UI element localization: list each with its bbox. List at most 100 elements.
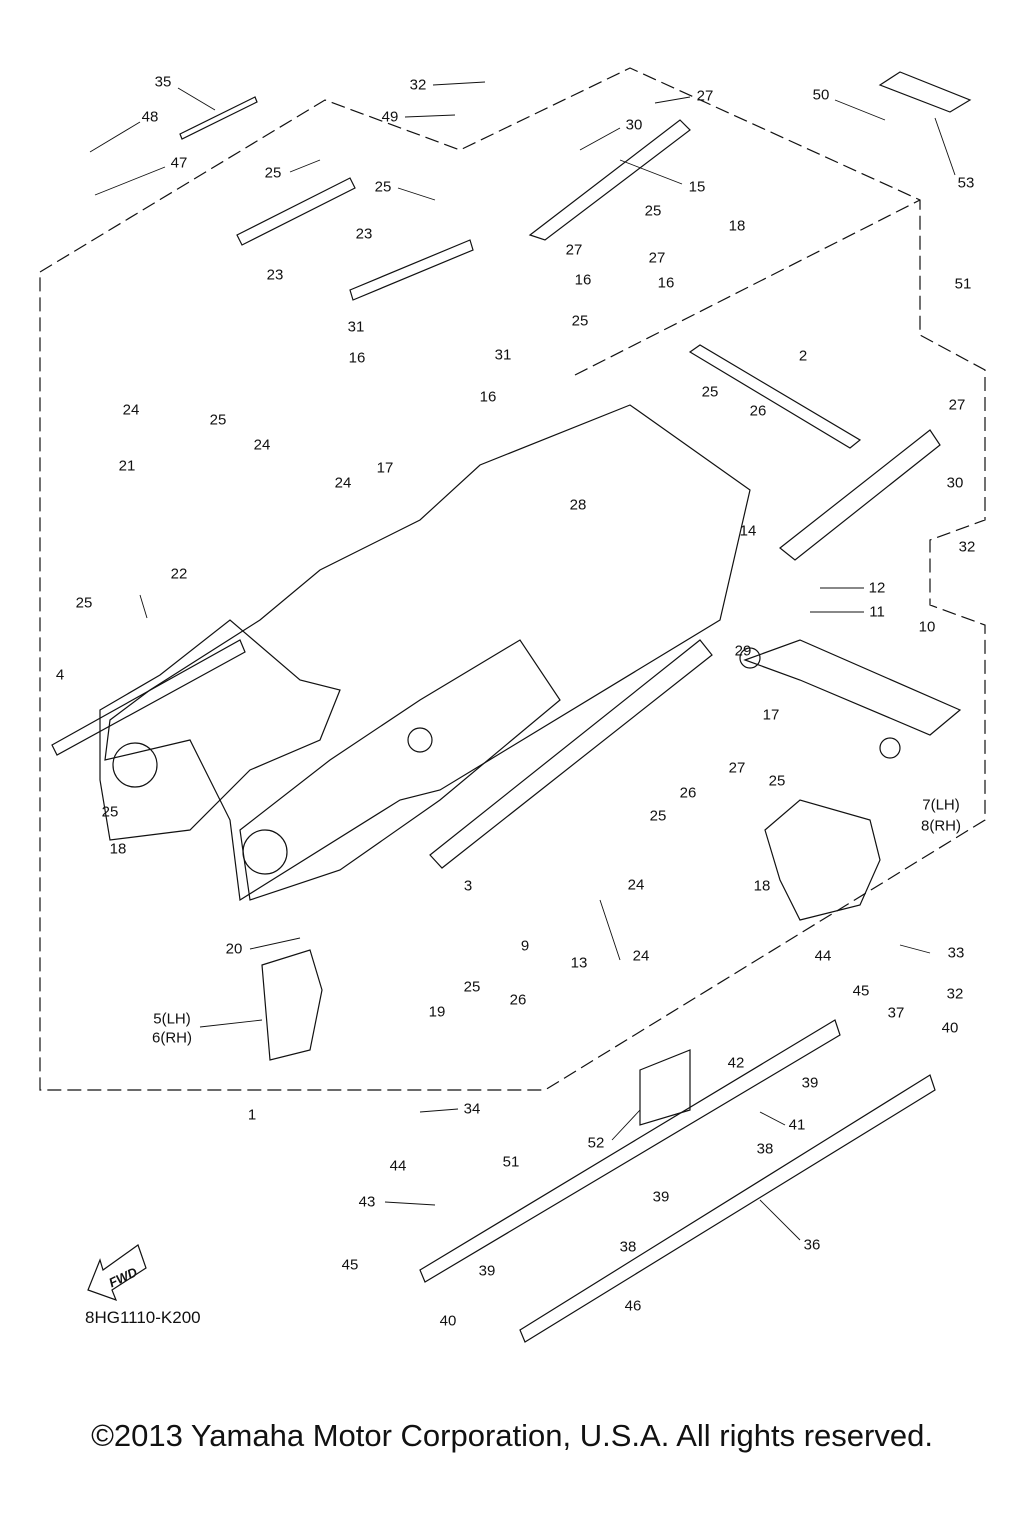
part-callout-46[interactable]: 46 bbox=[624, 1297, 642, 1315]
part-callout-26[interactable]: 26 bbox=[509, 991, 527, 1009]
part-callout-26[interactable]: 26 bbox=[749, 402, 767, 420]
part-callout-16[interactable]: 16 bbox=[574, 271, 592, 289]
part-callout-16[interactable]: 16 bbox=[479, 388, 497, 406]
part-callout-19[interactable]: 19 bbox=[428, 1003, 446, 1021]
part-callout-38[interactable]: 38 bbox=[756, 1140, 774, 1158]
part-callout-24[interactable]: 24 bbox=[627, 876, 645, 894]
part-callout-26[interactable]: 26 bbox=[679, 784, 697, 802]
part-callout-25[interactable]: 25 bbox=[768, 772, 786, 790]
part-callout-53[interactable]: 53 bbox=[957, 174, 975, 192]
part-callout-40[interactable]: 40 bbox=[941, 1019, 959, 1037]
part-callout-39[interactable]: 39 bbox=[652, 1188, 670, 1206]
part-callout-7lh[interactable]: 7(LH) bbox=[922, 796, 960, 814]
part-callout-25[interactable]: 25 bbox=[649, 807, 667, 825]
part-callout-25[interactable]: 25 bbox=[101, 803, 119, 821]
part-callout-31[interactable]: 31 bbox=[494, 346, 512, 364]
leader-lines bbox=[89, 81, 956, 1241]
part-callout-45[interactable]: 45 bbox=[852, 982, 870, 1000]
part-callout-43[interactable]: 43 bbox=[358, 1193, 376, 1211]
part-callout-25[interactable]: 25 bbox=[374, 178, 392, 196]
part-callout-42[interactable]: 42 bbox=[727, 1054, 745, 1072]
part-callout-25[interactable]: 25 bbox=[264, 164, 282, 182]
part-callout-30[interactable]: 30 bbox=[946, 474, 964, 492]
part-callout-10[interactable]: 10 bbox=[918, 618, 936, 636]
part-callout-32[interactable]: 32 bbox=[958, 538, 976, 556]
part-callout-47[interactable]: 47 bbox=[170, 154, 188, 172]
part-callout-40[interactable]: 40 bbox=[439, 1312, 457, 1330]
rear-axle-10 bbox=[743, 639, 962, 736]
part-callout-16[interactable]: 16 bbox=[657, 274, 675, 292]
part-callout-51[interactable]: 51 bbox=[954, 275, 972, 293]
part-callout-24[interactable]: 24 bbox=[632, 947, 650, 965]
part-callout-24[interactable]: 24 bbox=[334, 474, 352, 492]
part-callout-12[interactable]: 12 bbox=[868, 579, 886, 597]
diagram-code: 8HG1110-K200 bbox=[85, 1308, 201, 1327]
part-callout-25[interactable]: 25 bbox=[701, 383, 719, 401]
part-callout-4[interactable]: 4 bbox=[55, 666, 65, 684]
part-callout-29[interactable]: 29 bbox=[734, 642, 752, 660]
part-callout-3[interactable]: 3 bbox=[463, 877, 473, 895]
part-callout-48[interactable]: 48 bbox=[141, 108, 159, 126]
part-callout-14[interactable]: 14 bbox=[739, 522, 757, 540]
part-callout-44[interactable]: 44 bbox=[814, 947, 832, 965]
part-callout-34[interactable]: 34 bbox=[463, 1100, 481, 1118]
part-callout-39[interactable]: 39 bbox=[478, 1262, 496, 1280]
part-callout-8rh[interactable]: 8(RH) bbox=[921, 817, 961, 835]
main-frame bbox=[104, 404, 751, 902]
part-callout-23[interactable]: 23 bbox=[266, 266, 284, 284]
part-callout-36[interactable]: 36 bbox=[803, 1236, 821, 1254]
part-callout-31[interactable]: 31 bbox=[347, 318, 365, 336]
part-callout-32[interactable]: 32 bbox=[409, 76, 427, 94]
part-callout-24[interactable]: 24 bbox=[122, 401, 140, 419]
part-callout-18[interactable]: 18 bbox=[728, 217, 746, 235]
plate-15 bbox=[528, 119, 691, 241]
part-callout-13[interactable]: 13 bbox=[570, 954, 588, 972]
part-callout-6rh[interactable]: 6(RH) bbox=[152, 1029, 192, 1047]
part-callout-35[interactable]: 35 bbox=[154, 73, 172, 91]
part-callout-25[interactable]: 25 bbox=[75, 594, 93, 612]
part-callout-27[interactable]: 27 bbox=[728, 759, 746, 777]
slide-rail-3 bbox=[429, 639, 713, 869]
part-callout-51[interactable]: 51 bbox=[502, 1153, 520, 1171]
part-callout-2[interactable]: 2 bbox=[798, 347, 808, 365]
part-callout-45[interactable]: 45 bbox=[341, 1256, 359, 1274]
part-callout-25[interactable]: 25 bbox=[571, 312, 589, 330]
part-callout-16[interactable]: 16 bbox=[348, 349, 366, 367]
part-callout-25[interactable]: 25 bbox=[209, 411, 227, 429]
part-callout-18[interactable]: 18 bbox=[109, 840, 127, 858]
axle-end bbox=[739, 647, 761, 669]
part-callout-38[interactable]: 38 bbox=[619, 1238, 637, 1256]
part-callout-5lh[interactable]: 5(LH) bbox=[153, 1010, 191, 1028]
part-callout-32[interactable]: 32 bbox=[946, 985, 964, 1003]
part-callout-24[interactable]: 24 bbox=[253, 436, 271, 454]
part-callout-28[interactable]: 28 bbox=[569, 496, 587, 514]
part-callout-44[interactable]: 44 bbox=[389, 1157, 407, 1175]
part-callout-11[interactable]: 11 bbox=[869, 603, 885, 621]
bracket-52 bbox=[639, 1049, 691, 1126]
part-callout-1[interactable]: 1 bbox=[247, 1106, 257, 1124]
part-callout-27[interactable]: 27 bbox=[948, 396, 966, 414]
part-callout-49[interactable]: 49 bbox=[381, 108, 399, 126]
part-callout-25[interactable]: 25 bbox=[644, 202, 662, 220]
part-callout-18[interactable]: 18 bbox=[753, 877, 771, 895]
part-callout-23[interactable]: 23 bbox=[355, 225, 373, 243]
part-callout-50[interactable]: 50 bbox=[812, 86, 830, 104]
part-callout-27[interactable]: 27 bbox=[696, 87, 714, 105]
part-callout-27[interactable]: 27 bbox=[648, 249, 666, 267]
part-callout-27[interactable]: 27 bbox=[565, 241, 583, 259]
part-callout-52[interactable]: 52 bbox=[587, 1134, 605, 1152]
part-callout-15[interactable]: 15 bbox=[688, 178, 706, 196]
part-callout-21[interactable]: 21 bbox=[118, 457, 136, 475]
part-callout-20[interactable]: 20 bbox=[225, 940, 243, 958]
part-callout-33[interactable]: 33 bbox=[947, 944, 965, 962]
part-callout-25[interactable]: 25 bbox=[463, 978, 481, 996]
part-callout-22[interactable]: 22 bbox=[170, 565, 188, 583]
part-callout-17[interactable]: 17 bbox=[762, 706, 780, 724]
part-callout-9[interactable]: 9 bbox=[520, 937, 530, 955]
bracket-5-6 bbox=[261, 949, 323, 1061]
part-callout-41[interactable]: 41 bbox=[788, 1116, 806, 1134]
part-callout-37[interactable]: 37 bbox=[887, 1004, 905, 1022]
part-callout-30[interactable]: 30 bbox=[625, 116, 643, 134]
part-callout-17[interactable]: 17 bbox=[376, 459, 394, 477]
part-callout-39[interactable]: 39 bbox=[801, 1074, 819, 1092]
